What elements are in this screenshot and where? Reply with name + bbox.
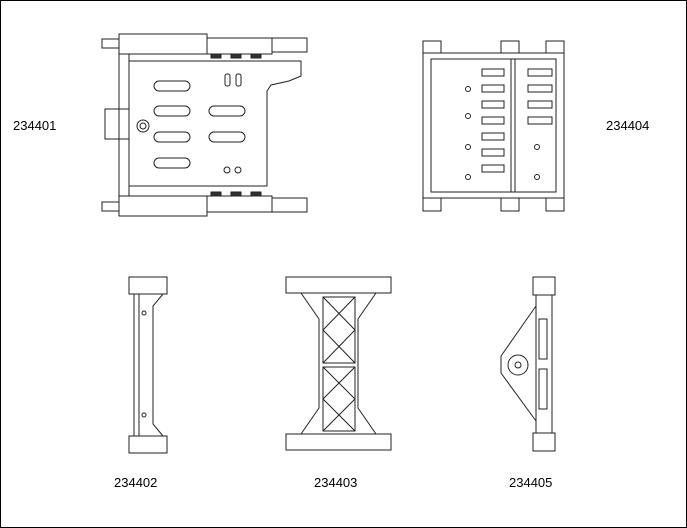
part-label-234405: 234405 <box>509 475 553 490</box>
part-label-234404: 234404 <box>606 118 650 133</box>
part-label-234403: 234403 <box>314 475 358 490</box>
part-234401-drawing <box>101 33 308 217</box>
part-234403-drawing <box>285 276 392 451</box>
part-234402-drawing <box>128 276 168 454</box>
part-label-234401: 234401 <box>13 118 57 133</box>
part-label-234402: 234402 <box>114 475 158 490</box>
part-234404-drawing <box>422 40 565 212</box>
part-234405-drawing <box>500 276 556 452</box>
